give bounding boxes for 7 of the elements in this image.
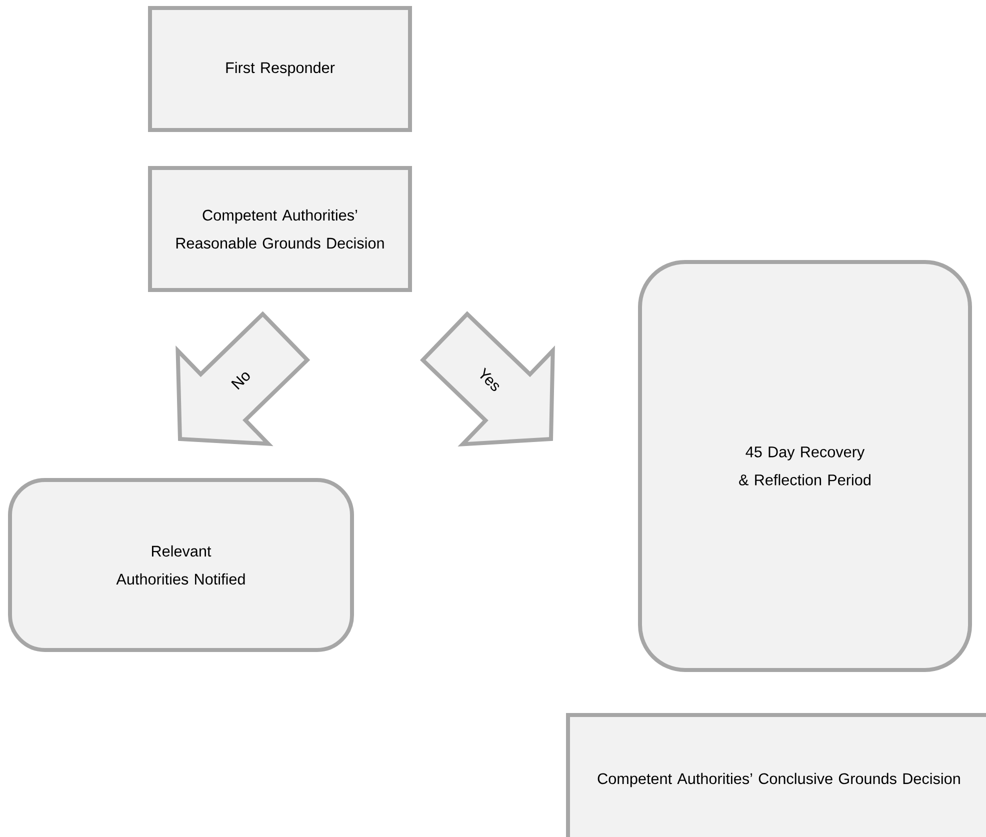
edge-label: Yes <box>475 365 504 394</box>
rounded-box: 45 Day Recovery & Reflection Period <box>638 260 972 672</box>
process-box: Competent Authorities’ Conclusive Grounds Decision <box>566 713 986 837</box>
edge-label: No <box>228 367 254 392</box>
process-box: First Responder <box>148 6 412 132</box>
decision-box: Competent Authorities’ Reasonable Grounds Decision <box>148 166 412 292</box>
rounded-box: Relevant Authorities Notified <box>8 478 354 652</box>
